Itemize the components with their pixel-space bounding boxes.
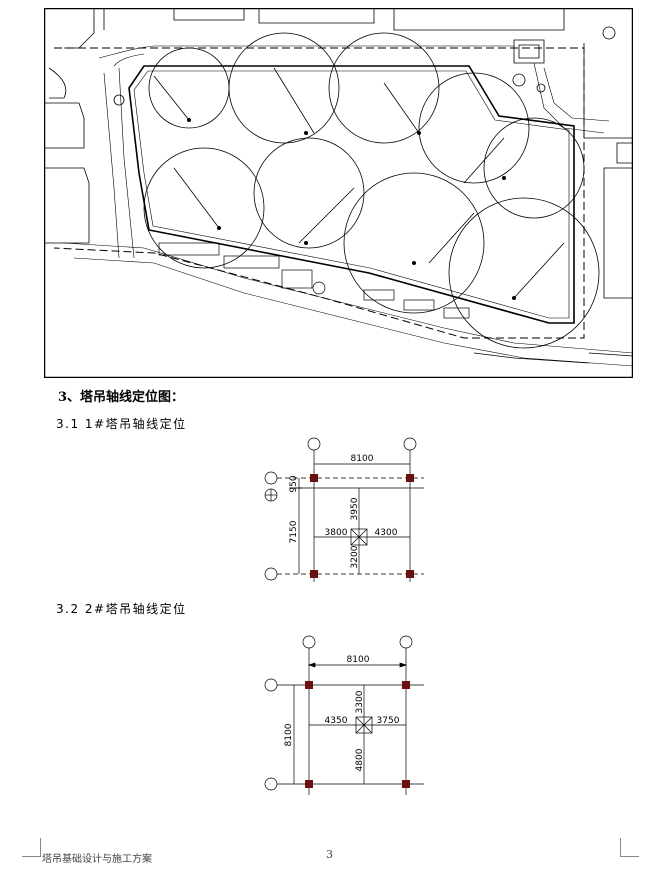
- crane-2-axis-diagram: 8100 8100 4350 3750 3300 4800: [264, 635, 424, 795]
- surrounding-buildings: [44, 8, 633, 299]
- property-line: [54, 47, 585, 298]
- subsection-heading-crane-1: 3.1 1#塔吊轴线定位: [56, 417, 187, 431]
- crane-1-axis-diagram: 8100 950 7150 3800 4300 3950 3200: [264, 437, 424, 582]
- crop-mark-right: [620, 838, 639, 857]
- axis-bubble-top-right: [403, 437, 417, 451]
- footer-document-title: 塔吊基础设计与施工方案: [42, 854, 152, 865]
- dim-center-right: 4300: [375, 528, 398, 538]
- axis-bubble-left-2: [264, 777, 278, 791]
- column-markers: [305, 681, 410, 788]
- dim-center-top: 3300: [355, 690, 365, 713]
- crane-arms: [153, 67, 565, 299]
- crane-centers: [187, 118, 516, 300]
- tower-base: [355, 716, 373, 734]
- axis-markers: [113, 26, 616, 106]
- dim-top-width: 8100: [347, 655, 370, 665]
- subsection-heading-crane-2: 3.2 2#塔吊轴线定位: [56, 602, 187, 616]
- dim-left-total: 8100: [284, 723, 294, 746]
- dim-left-top: 950: [289, 475, 299, 492]
- section-heading: 3、塔吊轴线定位图：: [58, 390, 185, 405]
- dim-center-top: 3950: [350, 497, 360, 520]
- dim-center-left: 4350: [325, 716, 348, 726]
- tower-base: [350, 528, 368, 546]
- dim-top-width: 8100: [351, 454, 374, 464]
- dim-left-total: 7150: [289, 520, 299, 543]
- crane-radius-circles: [143, 32, 600, 349]
- column-markers: [310, 474, 414, 578]
- roads: [63, 45, 633, 367]
- dim-center-bottom: 4800: [355, 748, 365, 771]
- axis-bubble-left-1: [264, 678, 278, 692]
- axis-bubble-top-left: [307, 437, 321, 451]
- site-plan-frame: [44, 8, 633, 378]
- pit-boundary: [128, 65, 575, 324]
- axis-bubble-left-3: [264, 567, 278, 581]
- axis-bubble-top-left: [302, 635, 316, 649]
- dim-center-left: 3800: [325, 528, 348, 538]
- footer-page-number: 3: [326, 848, 333, 861]
- crop-mark-left: [22, 838, 41, 857]
- dim-center-bottom: 3200: [350, 545, 360, 568]
- dim-center-right: 3750: [377, 716, 400, 726]
- site-facilities: [158, 242, 633, 364]
- site-plan-drawing: [44, 8, 633, 378]
- axis-bubble-left-1: [264, 471, 278, 485]
- axis-bubble-top-right: [399, 635, 413, 649]
